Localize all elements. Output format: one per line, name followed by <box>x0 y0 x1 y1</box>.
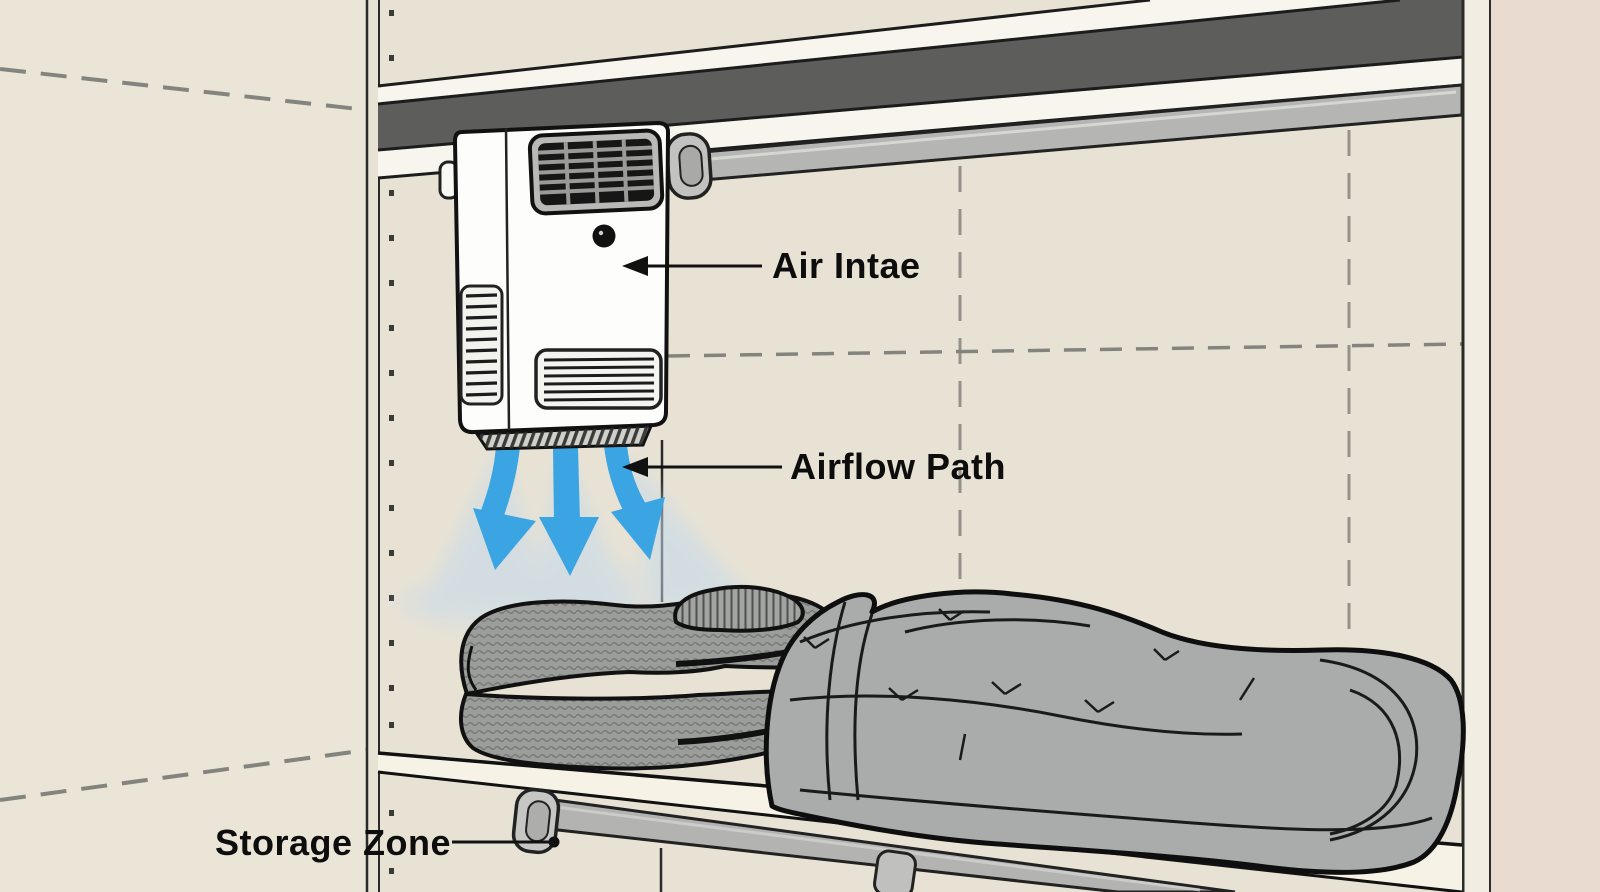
side-vent <box>459 284 504 406</box>
dashed-line-bottom-left <box>0 748 368 802</box>
dehumidifier-unit <box>438 121 670 451</box>
top-shelf-underside <box>378 0 1463 150</box>
top-vent-grille <box>527 128 665 216</box>
airflow-path-callout: Airflow Path <box>622 446 1006 487</box>
sweater-fold-curve <box>466 645 478 691</box>
power-button <box>592 224 616 248</box>
airflow-arrow-left-icon <box>473 446 536 570</box>
lower-rod-bracket <box>873 849 917 892</box>
airflow-arrow-middle-icon <box>539 448 599 576</box>
pilot-holes <box>389 10 394 874</box>
lower-rod-highlight <box>547 804 1201 892</box>
air-intake-label: Air Intae <box>772 245 921 286</box>
left-wall-divider <box>365 0 394 892</box>
bottom-vent-grille <box>534 348 663 410</box>
right-trim-strip <box>1490 0 1600 892</box>
folded-sweaters <box>459 584 846 771</box>
airflow-arrows <box>473 445 665 576</box>
storage-zone-callout: Storage Zone <box>215 822 560 863</box>
right-wall-edge <box>1463 0 1490 892</box>
dashed-line-top-left <box>0 67 368 112</box>
folded-comforter <box>763 589 1466 875</box>
lower-rod-flange-inner <box>525 800 551 843</box>
leader-dot-icon <box>548 836 560 848</box>
storage-zone-label: Storage Zone <box>215 822 451 863</box>
device-base <box>474 424 654 451</box>
comforter-tick-marks <box>803 608 1256 761</box>
comforter-seams <box>789 601 1433 842</box>
airflow-path-label: Airflow Path <box>790 446 1006 487</box>
rod-flange-inner <box>678 144 704 187</box>
rod-highlight <box>709 90 1457 161</box>
leader-arrow-icon <box>622 457 648 477</box>
dashed-line-horizontal <box>667 342 1464 358</box>
airflow-arrow-right-icon <box>604 445 665 560</box>
air-intake-callout: Air Intae <box>622 245 921 286</box>
leader-arrow-icon <box>622 256 648 276</box>
device-panel-seam <box>504 127 511 431</box>
left-wall-panel <box>0 0 367 892</box>
sweater-collar <box>673 584 805 633</box>
lower-hanging-rod <box>511 787 1236 892</box>
guide-lines <box>0 67 1464 802</box>
top-shelf <box>377 0 1464 180</box>
